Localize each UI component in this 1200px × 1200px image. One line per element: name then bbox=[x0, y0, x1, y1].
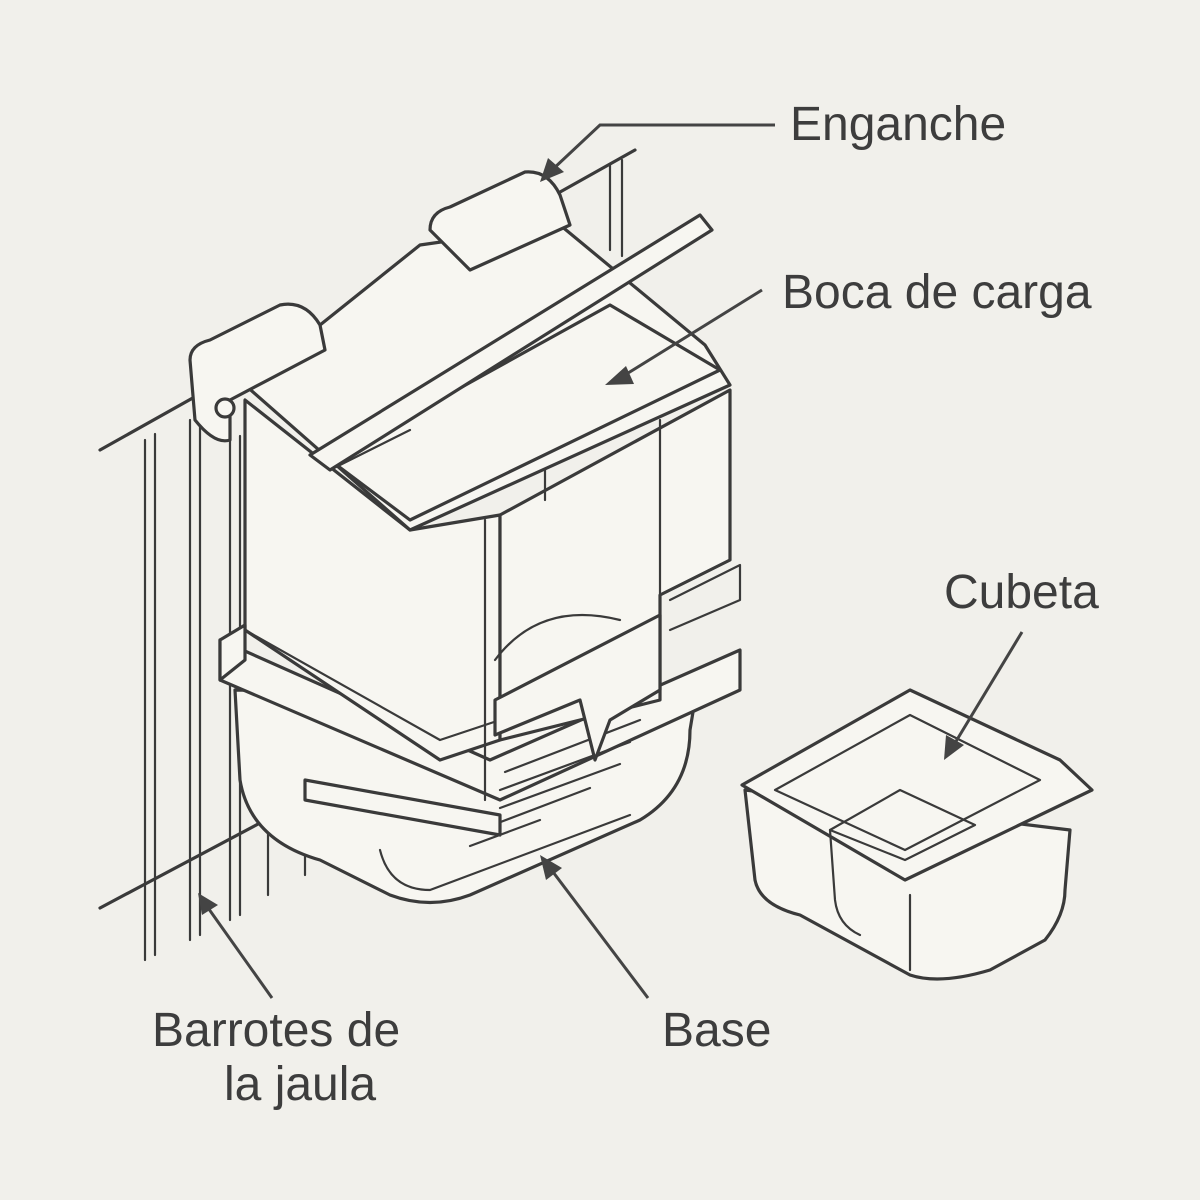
hook-left bbox=[188, 302, 327, 443]
leader-enganche bbox=[540, 123, 775, 182]
leader-boca bbox=[605, 288, 763, 385]
label-cubeta: Cubeta bbox=[944, 566, 1099, 619]
label-base: Base bbox=[662, 1004, 771, 1057]
leader-cubeta bbox=[944, 631, 1024, 760]
lid bbox=[308, 213, 714, 472]
leader-barrotes bbox=[198, 893, 274, 999]
label-enganche: Enganche bbox=[790, 98, 1006, 151]
feeder bbox=[188, 170, 742, 905]
load-opening bbox=[328, 303, 722, 522]
hook-right bbox=[428, 170, 572, 272]
dispenser-lip bbox=[493, 613, 662, 762]
label-boca-de-carga: Boca de carga bbox=[782, 266, 1092, 319]
base-grid bbox=[468, 718, 642, 848]
leader-base bbox=[540, 855, 650, 999]
label-barrotes-line1: Barrotes de bbox=[152, 1004, 400, 1057]
label-barrotes-line2: la jaula bbox=[224, 1058, 376, 1111]
cubeta bbox=[740, 688, 1094, 981]
